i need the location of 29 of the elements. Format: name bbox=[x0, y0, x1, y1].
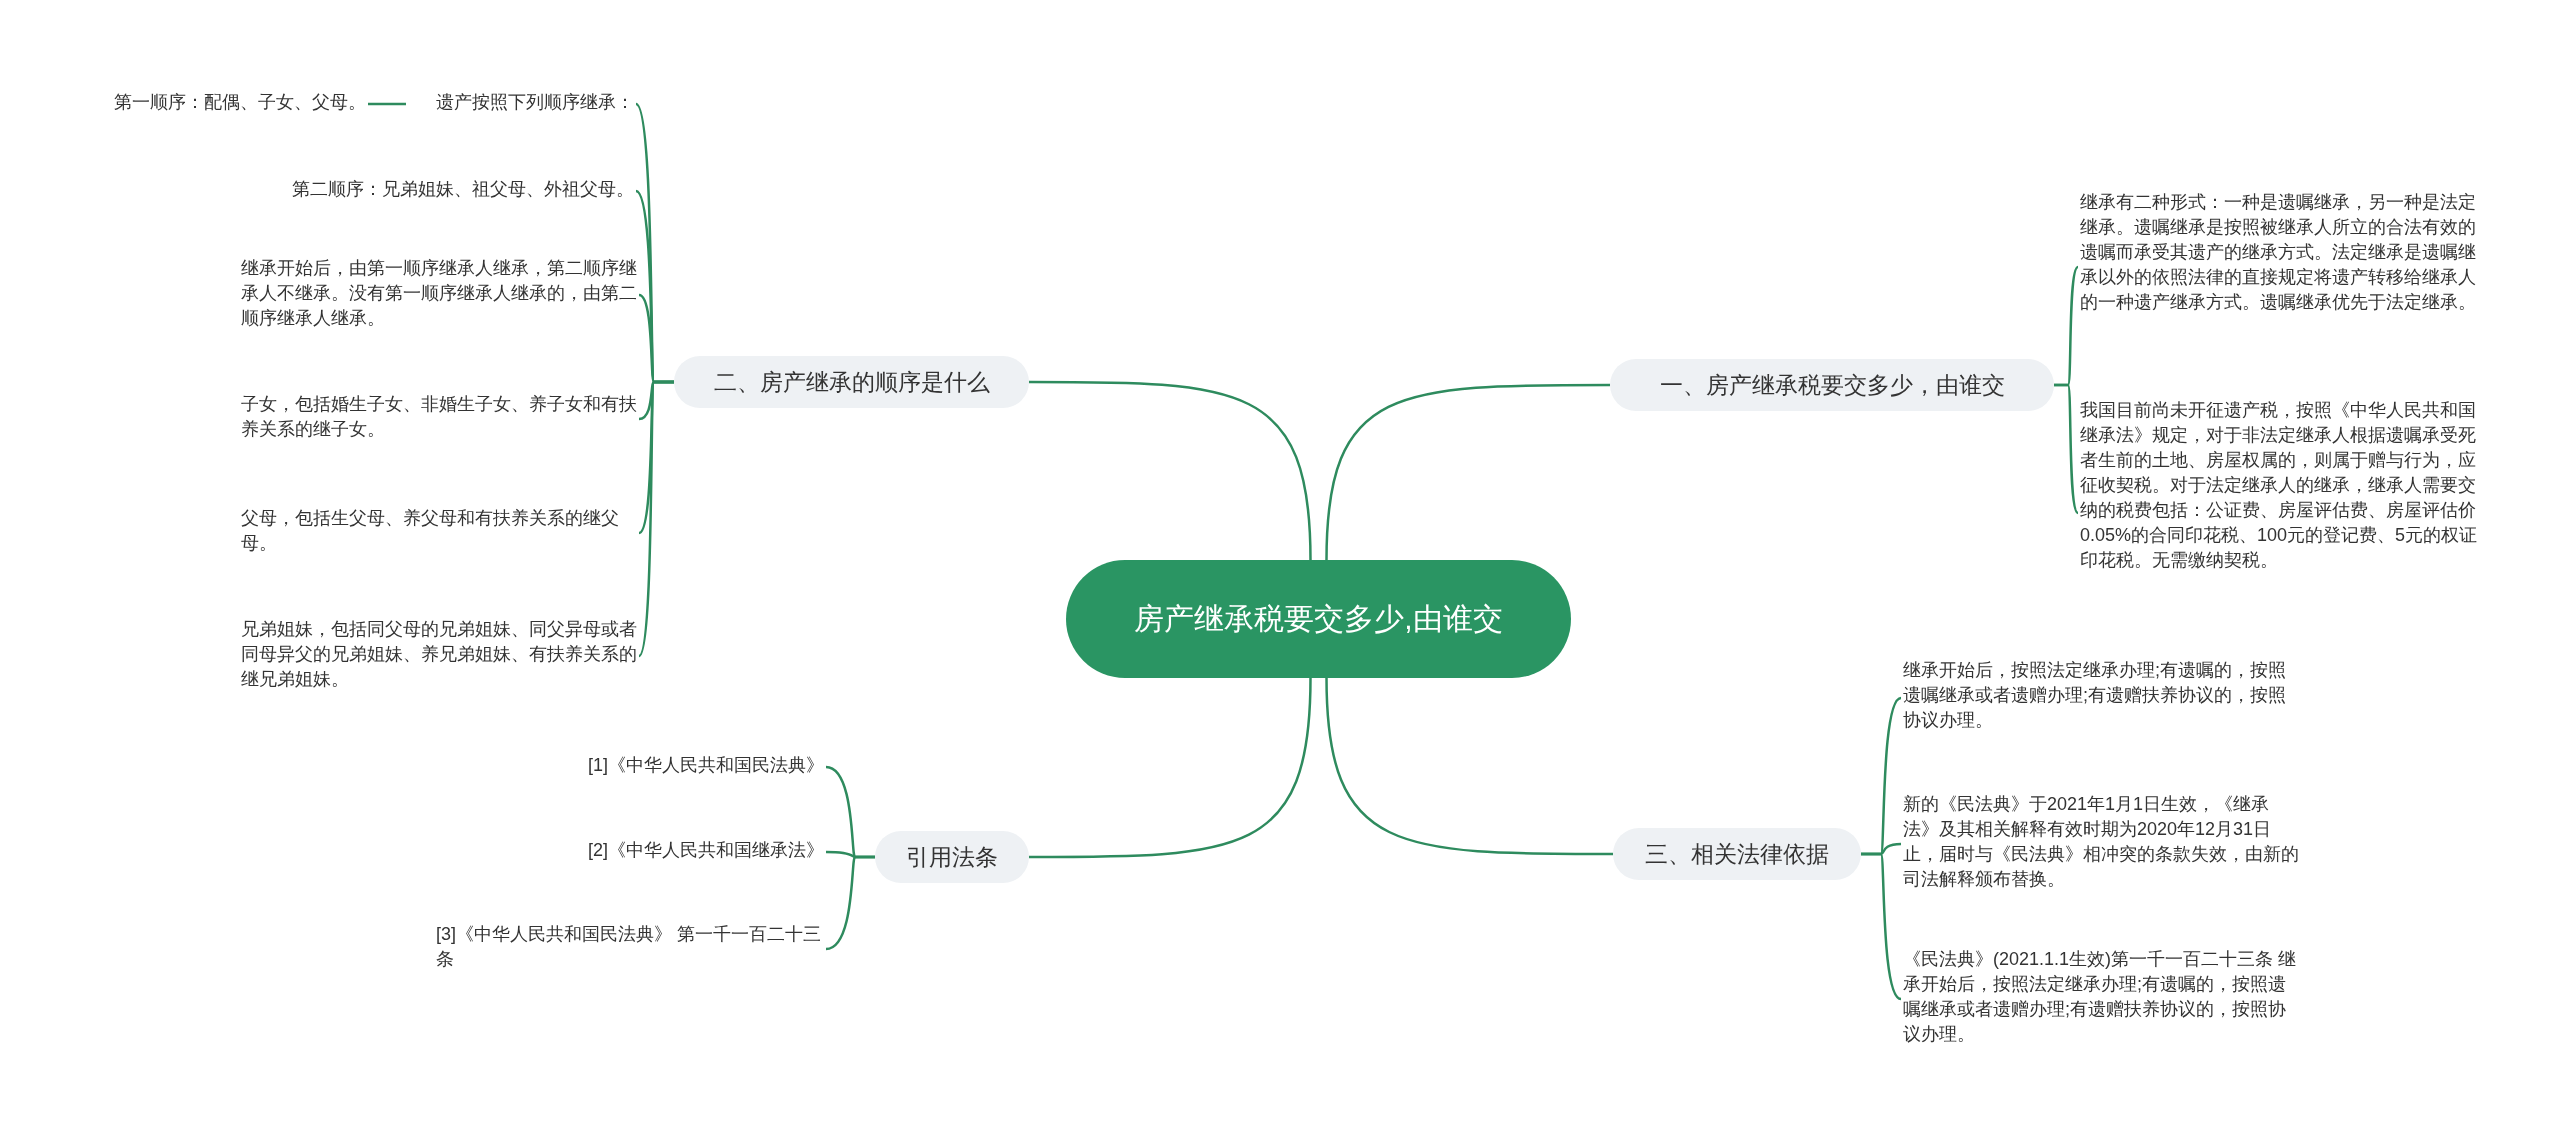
note-text: 我国目前尚未开征遗产税，按照《中华人民共和国继承法》规定，对于非法定继承人根据遗嘱承受死者生前的土地、房屋权属的，则属于赠与行为，应征收契税。对于法定继承人的继承，继承人需要交纳的税费包括：公证费、房屋评估费、房屋评估价0.05%的合同印花税、100元的登记费、5元的权证印花税。无需缴纳契税。 bbox=[2080, 398, 2480, 628]
note-text: 子女，包括婚生子女、非婚生子女、养子女和有扶养关系的继子女。 bbox=[241, 392, 637, 446]
central-topic: 房产继承税要交多少,由谁交 bbox=[1066, 560, 1571, 678]
connector-line bbox=[1029, 677, 1312, 859]
note-text: 继承开始后，按照法定继承办理;有遗嘱的，按照遗嘱继承或者遗赠办理;有遗赠扶养协议的，按照协议办理。 bbox=[1903, 658, 2303, 738]
connector-line bbox=[637, 380, 674, 657]
note-text: 兄弟姐妹，包括同父母的兄弟姐妹、同父异母或者同母异父的兄弟姐妹、养兄弟姐妹、有扶养关系的继兄弟姐妹。 bbox=[241, 617, 637, 695]
topic-box: 引用法条 bbox=[875, 831, 1029, 883]
topic-box: 三、相关法律依据 bbox=[1613, 828, 1861, 880]
note-text: [1]《中华人民共和国民法典》 bbox=[540, 753, 824, 781]
note-text: 继承开始后，由第一顺序继承人继承，第二顺序继承人不继承。没有第一顺序继承人继承的，由第二顺序继承人继承。 bbox=[241, 256, 637, 334]
connector-line bbox=[368, 102, 406, 106]
connector-line bbox=[1325, 677, 1613, 856]
note-text: 《民法典》(2021.1.1生效)第一千一百二十三条 继承开始后，按照法定继承办理;有遗嘱的，按照遗嘱继承或者遗赠办理;有遗赠扶养协议的，按照协议办理。 bbox=[1903, 947, 2303, 1051]
note-text: 遗产按照下列顺序继承： bbox=[406, 90, 634, 118]
connector-line bbox=[2054, 383, 2079, 514]
note-text: 父母，包括生父母、养父母和有扶养关系的继父母。 bbox=[241, 506, 637, 560]
note-text: 第二顺序：兄弟姐妹、祖父母、外祖父母。 bbox=[240, 177, 634, 205]
connector-line bbox=[1325, 383, 1610, 561]
note-text: 新的《民法典》于2021年1月1日生效，《继承法》及其相关解释有效时期为2020年12月31日止，届时与《民法典》相冲突的条款失效，由新的司法解释颁布替换。 bbox=[1903, 792, 2303, 896]
topic-box: 二、房产继承的顺序是什么 bbox=[674, 356, 1029, 408]
connector-line bbox=[825, 855, 875, 951]
note-text: [2]《中华人民共和国继承法》 bbox=[540, 838, 824, 866]
note-text: 第一顺序：配偶、子女、父母。 bbox=[84, 90, 366, 118]
connector-line bbox=[1029, 380, 1312, 561]
connector-line bbox=[1861, 852, 1902, 1001]
note-text: [3]《中华人民共和国民法典》 第一千一百二十三条 bbox=[436, 922, 824, 976]
topic-box: 一、房产继承税要交多少，由谁交 bbox=[1610, 359, 2054, 411]
note-text: 继承有二种形式：一种是遗嘱继承，另一种是法定继承。遗嘱继承是按照被继承人所立的合法有效的遗嘱而承受其遗产的继承方式。法定继承是遗嘱继承以外的依照法律的直接规定将遗产转移给继承人的一种遗产继承方式。遗嘱继承优先于法定继承。 bbox=[2080, 190, 2480, 344]
